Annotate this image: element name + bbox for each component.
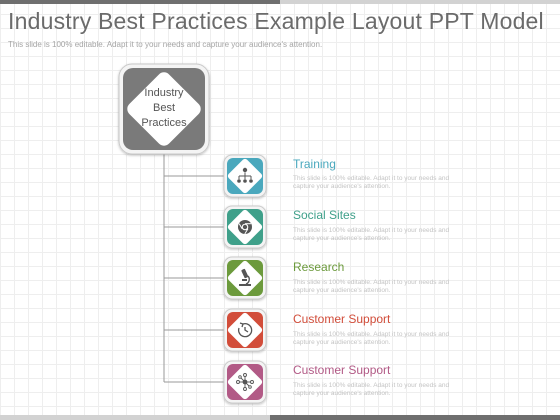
item-description-customer-support-1: This slide is 100% editable. Adapt it to… <box>293 331 450 346</box>
main-node-diamond <box>127 72 201 146</box>
main-node-label-line-3: Practices <box>141 117 187 129</box>
main-node-label-line-1: Industry <box>144 87 184 99</box>
chrome-logo-icon <box>238 220 252 235</box>
item-description-training: This slide is 100% editable. Adapt it to… <box>293 175 450 190</box>
item-badge-3 <box>223 256 267 300</box>
slide-subtitle: This slide is 100% editable. Adapt it to… <box>8 40 323 49</box>
main-node-label: Industry Best Practices <box>126 86 202 131</box>
top-accent-dark-segment <box>0 0 280 4</box>
item-description-research: This slide is 100% editable. Adapt it to… <box>293 279 450 294</box>
top-accent-bar <box>0 0 560 4</box>
organization-chart-icon <box>237 167 253 183</box>
slide-title: Industry Best Practices Example Layout P… <box>8 8 544 34</box>
main-node-label-line-2: Best <box>152 102 175 114</box>
item-badge-2 <box>223 205 267 249</box>
item-badge-1 <box>223 154 267 198</box>
item-title-customer-support-2: Customer Support <box>293 363 391 377</box>
top-accent-light-segment <box>280 0 560 4</box>
item-title-customer-support-1: Customer Support <box>293 312 391 326</box>
bottom-accent-bar <box>0 415 560 420</box>
connector-lines <box>163 150 226 383</box>
item-badge-4 <box>223 308 267 352</box>
item-badge-5 <box>223 360 267 404</box>
item-title-training: Training <box>293 157 336 171</box>
bottom-accent-light-segment <box>0 415 270 420</box>
item-title-social-sites: Social Sites <box>293 208 356 222</box>
microscope-icon <box>239 268 251 286</box>
item-description-social-sites: This slide is 100% editable. Adapt it to… <box>293 227 450 242</box>
network-hub-icon <box>236 373 254 391</box>
main-node <box>118 63 210 155</box>
item-description-customer-support-2: This slide is 100% editable. Adapt it to… <box>293 382 450 397</box>
item-title-research: Research <box>293 260 345 274</box>
bottom-accent-dark-segment <box>270 415 560 420</box>
clock-refresh-icon <box>237 322 253 338</box>
